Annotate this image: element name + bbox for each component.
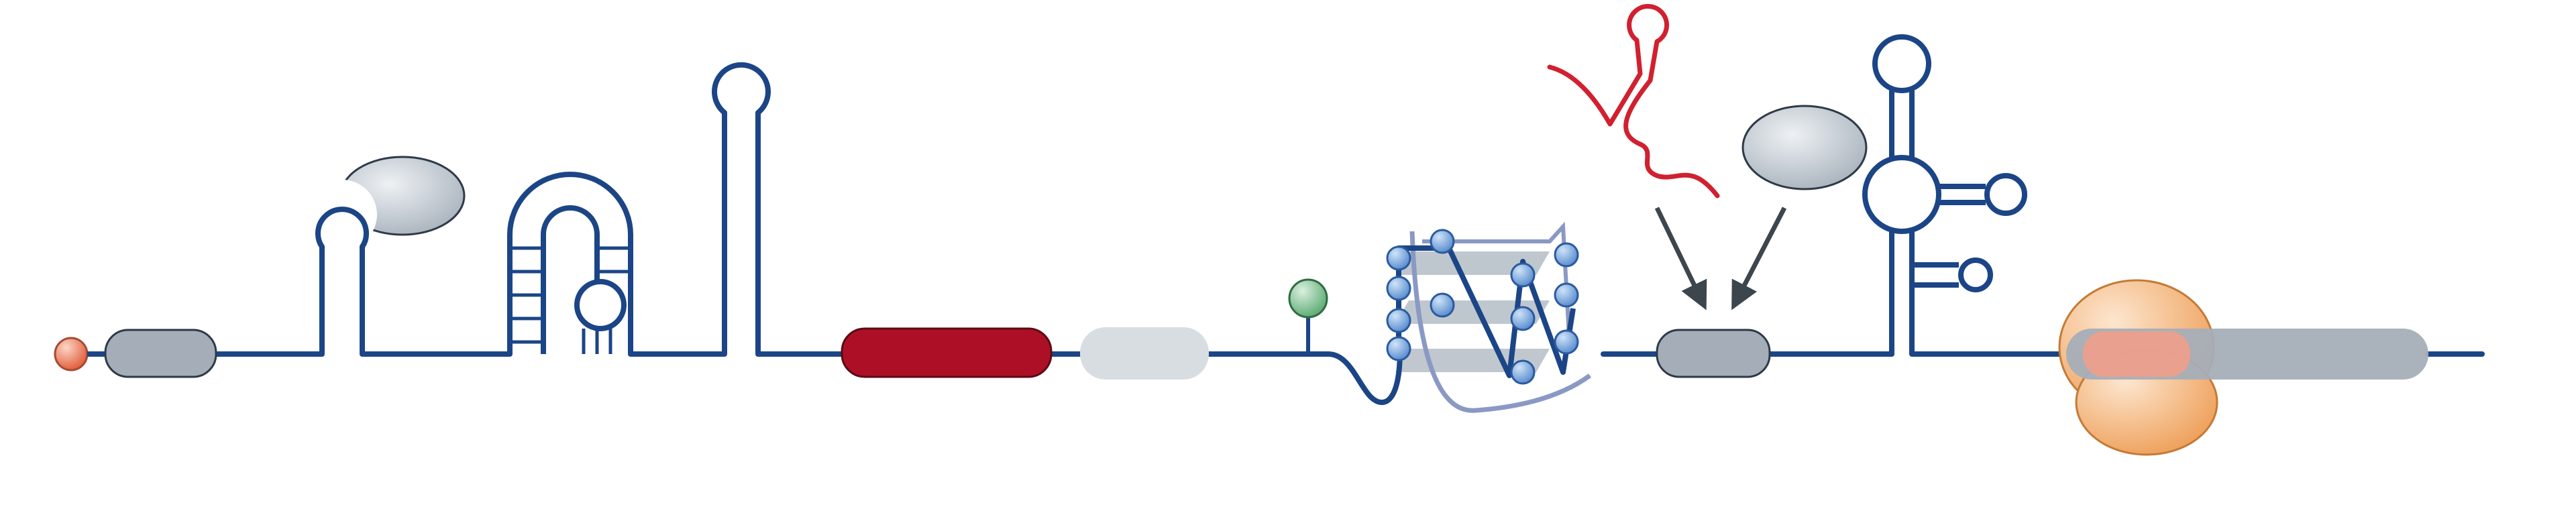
cap-icon [54,337,89,371]
coding-region-box [841,327,1053,378]
tall-hairpin-icon [712,62,771,354]
multi-branch-icon [1862,34,2027,354]
protein-pocket [307,180,377,249]
pseudoknot-icon [507,172,633,354]
promoter-box-icon [104,329,217,378]
light-region-box [1080,327,1209,380]
arrow-from-rna [1654,207,1707,310]
target-box-icon [1656,329,1771,378]
ribosome-site-box [2083,331,2190,377]
hairpin-loop [315,207,369,249]
g-quadruplex-icon [1328,221,1592,413]
green-cap-icon [1288,278,1328,319]
protein-oval-icon [1741,105,1868,190]
arrow-from-protein [1731,207,1787,310]
small-rna-icon [1547,3,1720,198]
ladder-rungs [510,246,631,354]
